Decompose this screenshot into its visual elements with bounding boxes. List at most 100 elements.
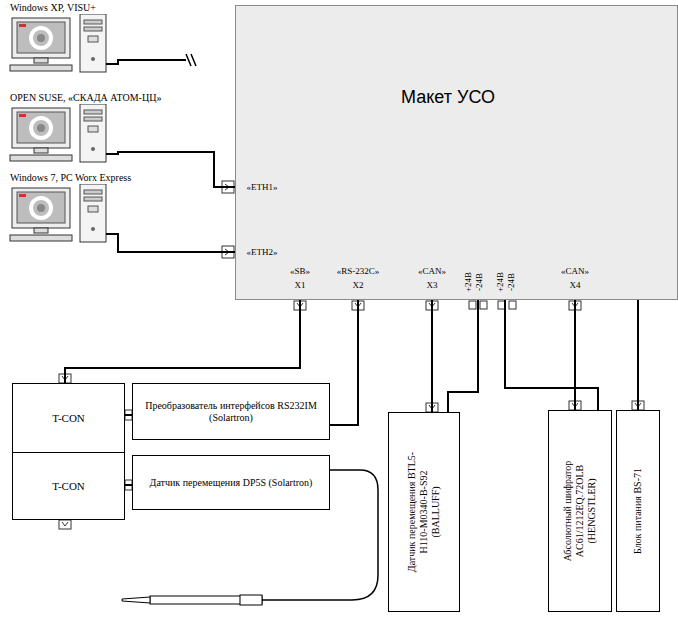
cable-connector — [448, 300, 478, 412]
port-label: X3 — [427, 280, 438, 290]
drawing-part — [34, 228, 48, 233]
drawing-part — [10, 65, 72, 71]
drawing-part — [84, 190, 102, 194]
port-label: X1 — [295, 280, 306, 290]
drawing-part — [91, 147, 95, 151]
drawing-part — [240, 595, 262, 605]
drawing-part — [509, 301, 516, 309]
drawing-part — [19, 114, 26, 117]
drawing-part — [469, 301, 476, 309]
cable-connector — [208, 152, 235, 187]
computer-icon — [8, 184, 208, 264]
drawing-part — [34, 58, 48, 63]
drawing-part — [106, 60, 186, 64]
cable-connector — [637, 300, 639, 410]
drawing-part — [19, 24, 26, 27]
connector-box: T-CON — [12, 383, 125, 453]
encoder-box: Абсолютный шифратор AC61/1212EQ.72OLB (H… — [548, 410, 612, 612]
port-label: X4 — [570, 280, 581, 290]
drawing-part — [122, 597, 150, 603]
drawing-part — [12, 188, 70, 228]
box-label: Датчик перемещения BTL5-H110-M0340-B-S92… — [406, 447, 442, 577]
cable-connector — [208, 251, 235, 253]
drawing-part — [84, 20, 102, 24]
drawing-part — [80, 184, 106, 242]
drawing-part — [498, 301, 505, 309]
drawing-part — [91, 227, 95, 231]
cable-connector — [125, 484, 132, 486]
drawing-part — [84, 117, 102, 121]
drawing-part — [186, 54, 196, 66]
port-label: X2 — [353, 280, 364, 290]
drawing-part — [62, 522, 68, 526]
box-label: Блок питания BS-71 — [632, 436, 644, 586]
drawing-part — [84, 110, 102, 114]
terminal-label: +24В — [463, 272, 473, 292]
drawing-part — [59, 520, 71, 529]
drawing-part — [31, 198, 51, 218]
drawing-part — [12, 108, 70, 148]
computer: OPEN SUSE, «СКАДА АТОМ-ЦЦ» — [8, 92, 208, 170]
drawing-part — [88, 126, 98, 132]
box-label: Абсолютный шифратор AC61/1212EQ.72OLB (H… — [562, 446, 598, 576]
computer: Windows XP, VISU+ — [8, 2, 208, 82]
cable-connector — [65, 300, 300, 383]
drawing-part — [31, 118, 51, 138]
drawing-part — [106, 152, 208, 154]
drawing-part — [150, 596, 262, 604]
port-label: «CAN» — [561, 266, 589, 276]
cable-connector — [125, 414, 132, 416]
sensor-box: Датчик перемещения BTL5-H110-M0340-B-S92… — [388, 412, 460, 612]
drawing-part — [84, 27, 102, 31]
computer-label: Windows XP, VISU+ — [10, 2, 96, 14]
drawing-part — [34, 148, 48, 153]
drawing-part — [10, 155, 72, 161]
terminal-label: -24В — [506, 273, 516, 291]
port-label: «ETH1» — [247, 182, 278, 192]
drawing-part — [80, 104, 106, 162]
cable-connector — [505, 300, 598, 410]
drawing-part — [17, 22, 65, 53]
computer-label: Windows 7, PC Worx Express — [10, 172, 131, 184]
drawing-part — [480, 301, 487, 309]
computer-icon — [8, 14, 208, 94]
drawing-part — [37, 204, 45, 212]
power-supply-box: Блок питания BS-71 — [616, 410, 660, 612]
port-label: «RS-232C» — [337, 266, 380, 276]
drawing-part — [37, 34, 45, 42]
cable-connector — [330, 300, 358, 425]
drawing-part — [31, 28, 51, 48]
drawing-part — [88, 206, 98, 212]
port-label: «ETH2» — [247, 247, 278, 257]
computer-label: OPEN SUSE, «СКАДА АТОМ-ЦЦ» — [10, 92, 161, 104]
drawing-part — [125, 480, 132, 490]
drawing-part — [125, 410, 132, 420]
drawing-part — [12, 18, 70, 58]
drawing-part — [19, 194, 26, 197]
terminal-label: -24В — [474, 273, 484, 291]
device-housing: Макет УСО — [235, 5, 678, 300]
terminal-label: +24В — [495, 272, 505, 292]
box-label: T-CON — [52, 412, 85, 425]
drawing-part — [80, 14, 106, 72]
device-title: Макет УСО — [401, 86, 495, 108]
sensor-box: Датчик перемещения DP5S (Solartron) — [132, 455, 330, 510]
drawing-part — [17, 192, 65, 223]
drawing-part — [84, 197, 102, 201]
port-label: «CAN» — [418, 266, 446, 276]
cable-connector — [431, 300, 433, 412]
box-label: T-CON — [52, 480, 85, 493]
cable-connector — [574, 300, 576, 410]
drawing-part — [17, 112, 65, 143]
port-label: «SB» — [290, 266, 310, 276]
box-label: Преобразователь интерфейсов RS232IM (Sol… — [137, 400, 325, 424]
drawing-part — [106, 234, 208, 252]
drawing-part — [88, 36, 98, 42]
drawing-part — [91, 57, 95, 61]
computer: Windows 7, PC Worx Express — [8, 172, 208, 256]
connector-box: T-CON — [12, 452, 125, 520]
drawing-part — [37, 124, 45, 132]
drawing-part — [10, 235, 72, 241]
converter-box: Преобразователь интерфейсов RS232IM (Sol… — [132, 383, 330, 440]
box-label: Датчик перемещения DP5S (Solartron) — [150, 477, 313, 489]
